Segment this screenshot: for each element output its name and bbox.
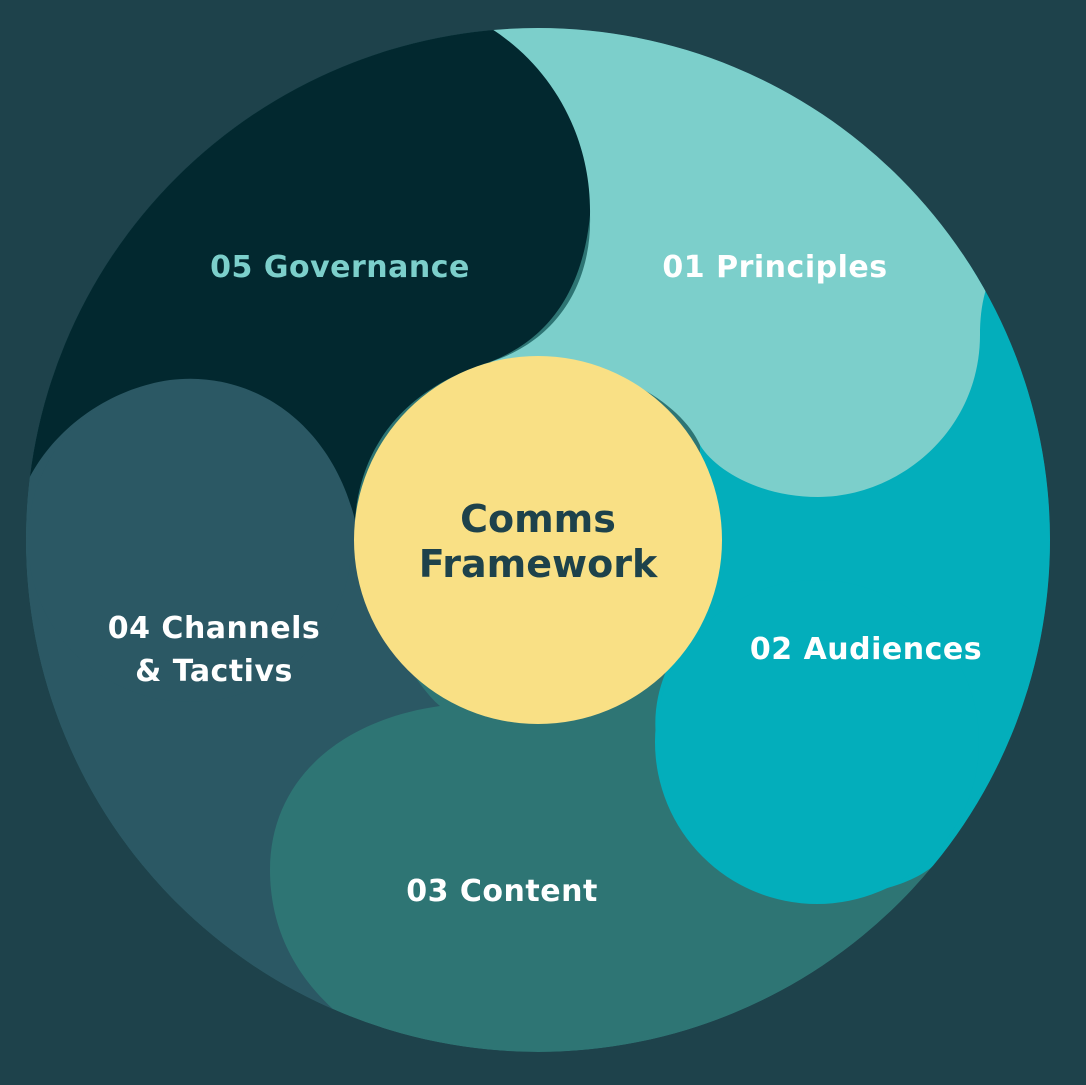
label-channels-line1: 04 Channels <box>108 611 321 646</box>
segment-channels-lobe <box>28 378 352 702</box>
segment-audiences-lobe <box>655 580 979 904</box>
center-title-line2: Framework <box>419 542 658 586</box>
center-circle <box>354 356 722 724</box>
label-audiences: 02 Audiences <box>750 632 982 667</box>
label-channels-line2: & Tactivs <box>135 654 293 689</box>
label-governance: 05 Governance <box>210 250 470 285</box>
label-principles: 01 Principles <box>662 250 887 285</box>
center-title-line1: Comms <box>460 497 616 541</box>
label-content: 03 Content <box>406 874 598 909</box>
